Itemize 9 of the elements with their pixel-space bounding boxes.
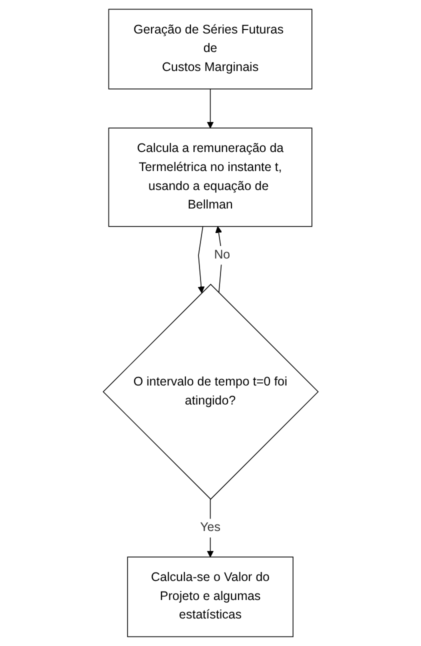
arrow: [206, 88, 214, 128]
node-box: Calcula-se o Valor do Projeto e algumas estatísticas: [126, 556, 294, 638]
node-diamond: O intervalo de tempo t=0 foi atingido?: [102, 284, 318, 500]
node-box: Calcula a remuneração da Termelétrica no instante t, usando a equação de Bellman: [108, 128, 312, 227]
arrow: [206, 498, 214, 558]
node-box: Geração de Séries Futuras de Custos Marginais: [108, 8, 312, 90]
arrow: [198, 226, 204, 294]
edge-label: No: [214, 248, 230, 262]
edge-label: Yes: [200, 521, 220, 534]
